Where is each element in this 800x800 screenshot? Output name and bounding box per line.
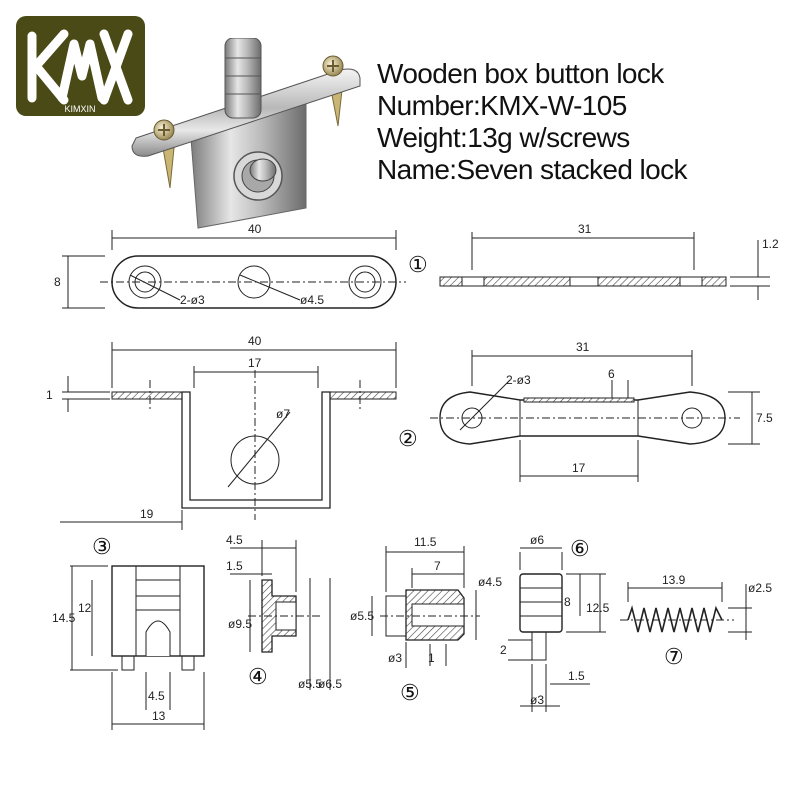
dim-p6-h2: 12.5 xyxy=(586,601,610,615)
dim-p7-d: ø2.5 xyxy=(748,581,772,595)
dim-p2s-len: 31 xyxy=(576,340,590,354)
part-label-3: ③ xyxy=(92,534,112,559)
dim-p4-d1: ø9.5 xyxy=(228,617,252,631)
dim-p6-d: ø6 xyxy=(530,533,544,547)
dim-p1-h: 8 xyxy=(54,275,61,289)
dim-p2s-holes: 2-ø3 xyxy=(506,373,531,387)
product-spec-block: Wooden box button lock Number:KMX-W-105 … xyxy=(377,58,787,186)
part-label-6: ⑥ xyxy=(570,536,590,561)
dim-p5-t: 1 xyxy=(428,651,435,665)
dim-p2s-bot: 17 xyxy=(572,461,586,475)
dim-p3-h: 14.5 xyxy=(52,611,76,625)
dim-p3-gap: 4.5 xyxy=(148,689,165,703)
dim-p2s-w: 7.5 xyxy=(756,411,773,425)
product-title: Wooden box button lock xyxy=(377,58,664,89)
dim-p5-len: 11.5 xyxy=(414,535,437,549)
dim-p3-w: 13 xyxy=(152,709,166,723)
dim-p6-pd: ø3 xyxy=(530,693,544,707)
product-number: Number:KMX-W-105 xyxy=(377,90,627,121)
dim-p5-d3: ø3 xyxy=(388,651,402,665)
part-label-7: ⑦ xyxy=(664,644,684,669)
dim-p1-len: 40 xyxy=(248,222,262,236)
dim-p1-center: ø4.5 xyxy=(300,293,324,307)
dim-p2-t: 1 xyxy=(46,388,53,402)
part-label-5: ⑤ xyxy=(400,680,420,705)
dim-p3-inner: 12 xyxy=(78,601,92,615)
dim-p4-l1: 4.5 xyxy=(226,533,243,547)
dim-p4-d2: ø5.5 xyxy=(298,677,322,691)
dim-p2-hole: ø7 xyxy=(276,407,290,421)
dim-p6-h1: 8 xyxy=(564,595,571,609)
dim-p5-in: 7 xyxy=(434,559,441,573)
dim-p2-depth: 19 xyxy=(140,507,154,521)
dim-p4-d3: ø6.5 xyxy=(318,677,342,691)
dim-p1-holes: 2-ø3 xyxy=(180,293,205,307)
dim-p1s-t: 1.2 xyxy=(762,237,779,251)
dim-p7-len: 13.9 xyxy=(662,573,686,587)
brand-logo: KIMXIN xyxy=(16,16,145,116)
dim-p2-len: 40 xyxy=(248,334,262,348)
dim-p2s-slot: 6 xyxy=(608,367,615,381)
dim-p4-l2: 1.5 xyxy=(226,559,243,573)
dim-p6-p: 1.5 xyxy=(568,669,585,683)
dim-p6-s: 2 xyxy=(500,643,507,657)
product-name: Name:Seven stacked lock xyxy=(377,154,688,185)
product-weight: Weight:13g w/screws xyxy=(377,122,630,153)
product-photo xyxy=(131,38,361,229)
logo-subtext: KIMXIN xyxy=(64,104,95,114)
part-label-1: ① xyxy=(408,252,428,277)
part-label-4: ④ xyxy=(248,664,268,689)
dim-p5-d2: ø5.5 xyxy=(350,609,374,623)
part-label-2: ② xyxy=(398,426,418,451)
dim-p5-d1: ø4.5 xyxy=(478,575,502,589)
dim-p1s-len: 31 xyxy=(578,222,592,236)
dim-p2-inner: 17 xyxy=(248,356,262,370)
